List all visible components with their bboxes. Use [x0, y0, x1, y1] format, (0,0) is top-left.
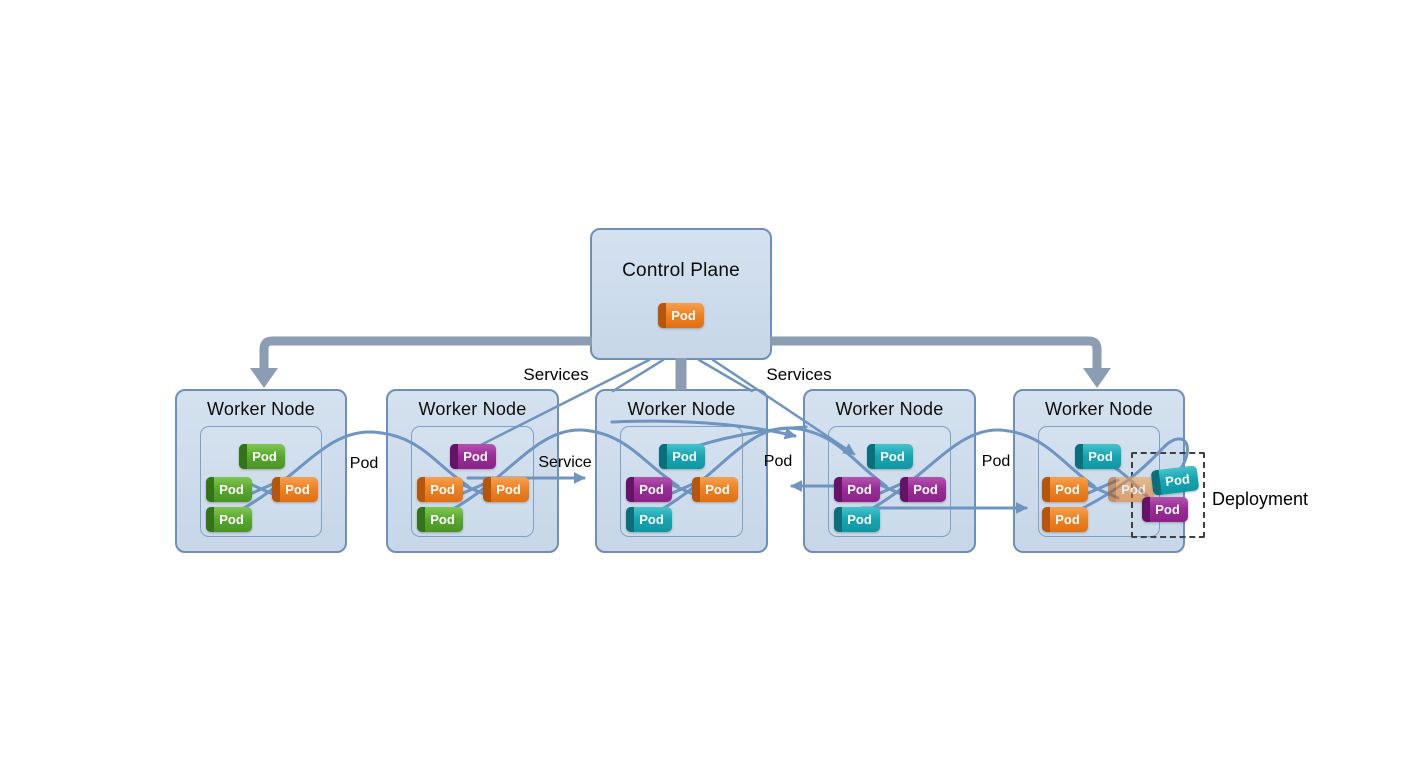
worker-node-title: Worker Node	[627, 399, 736, 419]
pod-badge: Pod	[658, 303, 704, 328]
pod-badge: Pod	[1042, 507, 1088, 532]
worker-node-box-5: Worker Node	[1013, 389, 1185, 553]
pod-badge: Pod	[1042, 477, 1088, 502]
pod-badge: Pod	[417, 507, 463, 532]
pod-label: Pod	[1055, 512, 1080, 527]
pod-badge: Pod	[272, 477, 318, 502]
worker-node-title: Worker Node	[1045, 399, 1153, 419]
fan-line-to-node3-right	[697, 358, 754, 393]
pod-label: Pod	[219, 482, 244, 497]
control-plane-trunk-lines	[259, 336, 1102, 390]
control-plane-fan-lines	[461, 358, 856, 456]
pod-label: Pod	[705, 482, 730, 497]
trunk-arrowhead-right	[1083, 368, 1111, 388]
trunk-arrowhead-left	[250, 368, 278, 388]
pod-label: Pod	[1155, 502, 1180, 517]
worker-node-title: Worker Node	[835, 399, 944, 419]
worker-node-title: Worker Node	[418, 399, 527, 419]
services-label-left: Services	[523, 365, 589, 384]
pod-label: Pod	[463, 449, 488, 464]
pod-badge: Pod	[834, 477, 880, 502]
fan-line-to-node3-left	[611, 358, 665, 393]
pod-label: Pod	[496, 482, 521, 497]
control-plane-box: Control Plane	[590, 228, 772, 360]
pod-label: Pod	[430, 482, 455, 497]
pod-badge: Pod	[239, 444, 285, 469]
pod-label: Pod	[671, 308, 696, 323]
pod-badge: Pod	[692, 477, 738, 502]
pod-badge: Pod	[1075, 444, 1121, 469]
fan-line-to-node4	[711, 358, 856, 456]
pod-badge: Pod	[659, 444, 705, 469]
trunk-left	[259, 336, 592, 368]
pod-badge: Pod	[206, 507, 252, 532]
pod-label: Pod	[1164, 471, 1191, 490]
pod-badge-faded: Pod	[1108, 477, 1154, 502]
pod-label: Pod	[219, 512, 244, 527]
pod-label: Pod	[639, 482, 664, 497]
services-label-right: Services	[766, 365, 832, 384]
worker-node-box-4: Worker Node	[803, 389, 976, 553]
pod-badge: Pod	[417, 477, 463, 502]
pod-badge: Pod	[867, 444, 913, 469]
pod-badge: Pod	[626, 507, 672, 532]
pod-label: Pod	[847, 512, 872, 527]
pod-badge: Pod	[450, 444, 496, 469]
pod-badge: Pod	[900, 477, 946, 502]
pod-label: Pod	[1055, 482, 1080, 497]
pod-label: Pod	[1088, 449, 1113, 464]
pod-label-between-1-2: Pod	[349, 455, 379, 472]
control-plane-title: Control Plane	[622, 260, 740, 281]
pod-label: Pod	[639, 512, 664, 527]
deployment-label: Deployment	[1212, 489, 1309, 509]
pod-badge: Pod	[483, 477, 529, 502]
arrow-into-node4-top	[610, 419, 797, 440]
pod-label: Pod	[672, 449, 697, 464]
pod-label-between-3-4: Pod	[763, 453, 793, 470]
pod-badge: Pod	[1142, 497, 1188, 522]
pod-badge: Pod	[206, 477, 252, 502]
pod-badge: Pod	[834, 507, 880, 532]
worker-node-title: Worker Node	[207, 399, 315, 419]
pod-label: Pod	[880, 449, 905, 464]
pod-label-between-4-5: Pod	[981, 453, 1011, 470]
pod-label: Pod	[252, 449, 277, 464]
pod-label: Pod	[847, 482, 872, 497]
pod-label: Pod	[285, 482, 310, 497]
trunk-right	[770, 336, 1102, 368]
pod-label: Pod	[913, 482, 938, 497]
pod-badge: Pod	[626, 477, 672, 502]
pod-label: Pod	[1121, 482, 1146, 497]
fan-line-to-node2	[461, 358, 651, 456]
service-label-between-2-3: Service	[538, 454, 592, 471]
pod-label: Pod	[430, 512, 455, 527]
